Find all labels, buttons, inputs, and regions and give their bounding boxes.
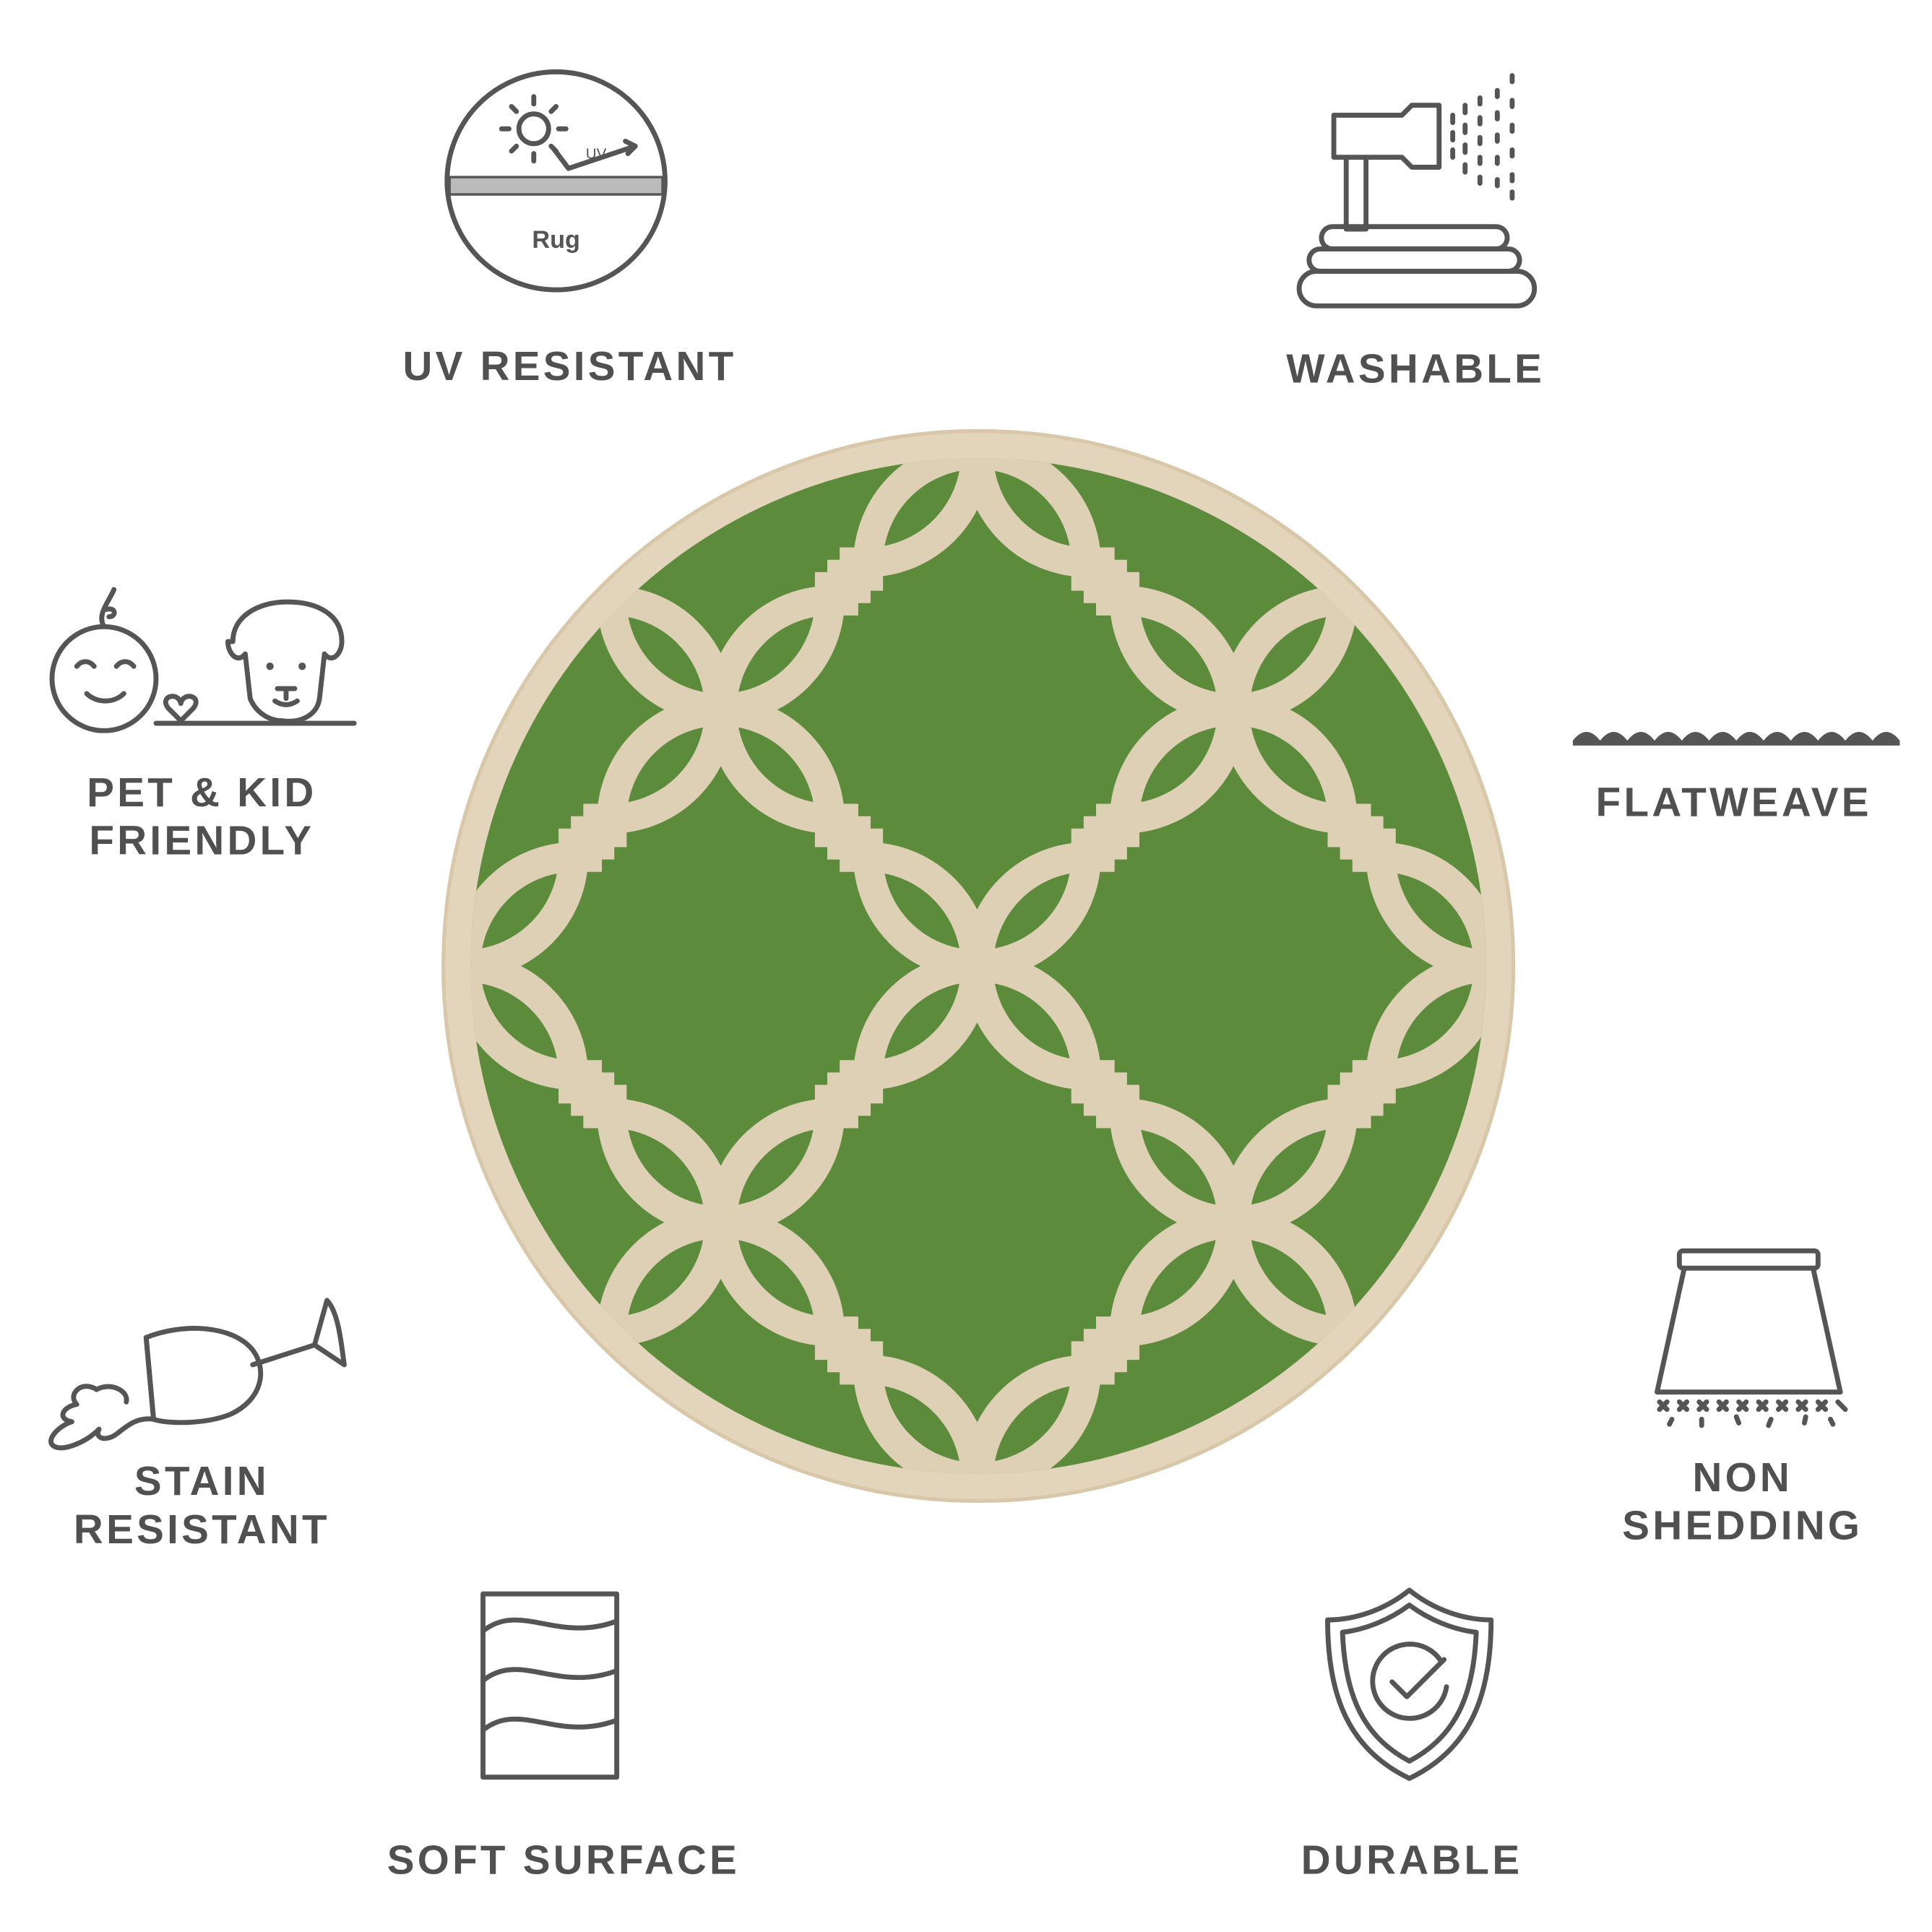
rug-text: Rug xyxy=(532,226,580,254)
label-line: NON xyxy=(1692,1454,1793,1500)
label-line: RESISTANT xyxy=(73,1506,330,1552)
soft-waves-icon xyxy=(480,1591,620,1780)
trellis-motif xyxy=(470,1209,991,1474)
rug-fringe-icon xyxy=(1655,1248,1848,1428)
shield-check-icon xyxy=(1325,1587,1494,1781)
trellis-motif xyxy=(1220,952,1486,1474)
soft-surface-label: SOFT SURFACE xyxy=(387,1837,741,1883)
label-line: FRIENDLY xyxy=(89,817,315,863)
stain-resistant-label: STAIN RESISTANT xyxy=(74,1457,330,1553)
durable-label: DURABLE xyxy=(1301,1837,1523,1883)
flatweave-label: FLATWEAVE xyxy=(1595,779,1872,825)
round-rug-image xyxy=(441,428,1516,1504)
uv-sun-icon: UV Rug xyxy=(444,69,668,293)
trellis-motif xyxy=(470,1465,735,1474)
flatweave-icon xyxy=(1572,732,1900,746)
trellis-motif xyxy=(470,458,735,467)
trellis-motif xyxy=(963,1209,1486,1474)
pet-kid-friendly-label: PET & KID FRIENDLY xyxy=(87,768,316,865)
trellis-motif xyxy=(470,458,478,723)
hose-spray-icon xyxy=(1296,73,1538,309)
washable-label: WASHABLE xyxy=(1286,345,1545,392)
uv-resistant-label: UV RESISTANT xyxy=(402,342,737,389)
label-line: PET & KID xyxy=(87,769,317,815)
trellis-motif xyxy=(1220,458,1486,980)
trellis-motif xyxy=(1220,1465,1486,1474)
label-line: STAIN xyxy=(134,1457,269,1504)
non-shedding-label: NON SHEDDING xyxy=(1622,1453,1863,1550)
baby-dog-icon xyxy=(49,587,357,733)
label-line: SHEDDING xyxy=(1622,1502,1863,1548)
trellis-motif xyxy=(1220,458,1486,467)
trellis-motif xyxy=(470,1209,478,1474)
spilled-glass-icon xyxy=(48,1298,347,1451)
uv-text: UV xyxy=(586,145,607,162)
